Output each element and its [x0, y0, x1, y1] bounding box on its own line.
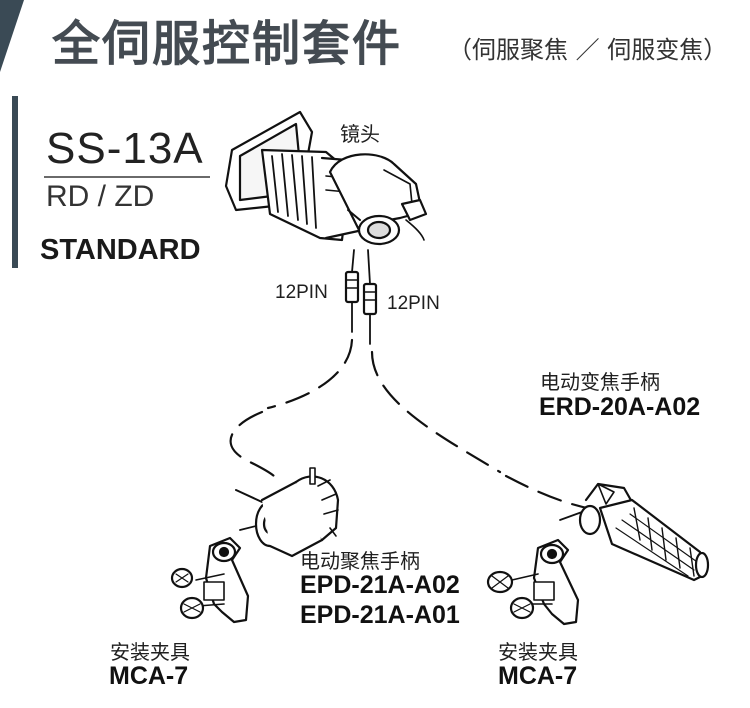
clamp-right-illustration	[486, 538, 580, 626]
focus-handle-part-2: EPD-21A-A01	[300, 601, 460, 629]
model-number: SS-13A	[46, 124, 204, 173]
page-title: 全伺服控制套件	[52, 16, 403, 72]
zoom-handle-part: ERD-20A-A02	[539, 393, 701, 421]
model-divider	[44, 176, 210, 178]
focus-handle-part-1: EPD-21A-A02	[300, 571, 460, 599]
page-subtitle: （伺服聚焦 ／ 伺服变焦）	[448, 36, 728, 64]
pin-label-right: 12PIN	[387, 293, 440, 314]
clamp-right-part: MCA-7	[498, 662, 578, 690]
clamp-right-label: 安装夹具	[498, 640, 578, 664]
focus-handle-label: 电动聚焦手柄	[300, 549, 420, 573]
side-accent-bar	[12, 96, 18, 268]
cable-left	[229, 249, 360, 484]
clamp-left-part: MCA-7	[109, 662, 189, 690]
model-variant: RD / ZD	[46, 180, 155, 213]
focus-handle-illustration	[235, 467, 340, 558]
corner-accent	[0, 0, 24, 72]
lens-label: 镜头	[340, 122, 380, 146]
clamp-left-label: 安装夹具	[110, 640, 190, 664]
zoom-handle-illustration	[559, 482, 710, 582]
pin-label-left: 12PIN	[275, 282, 328, 303]
clamp-left-illustration	[170, 536, 250, 624]
edition-label: STANDARD	[40, 234, 201, 266]
zoom-handle-label: 电动变焦手柄	[540, 370, 660, 394]
lens-illustration	[224, 110, 428, 246]
